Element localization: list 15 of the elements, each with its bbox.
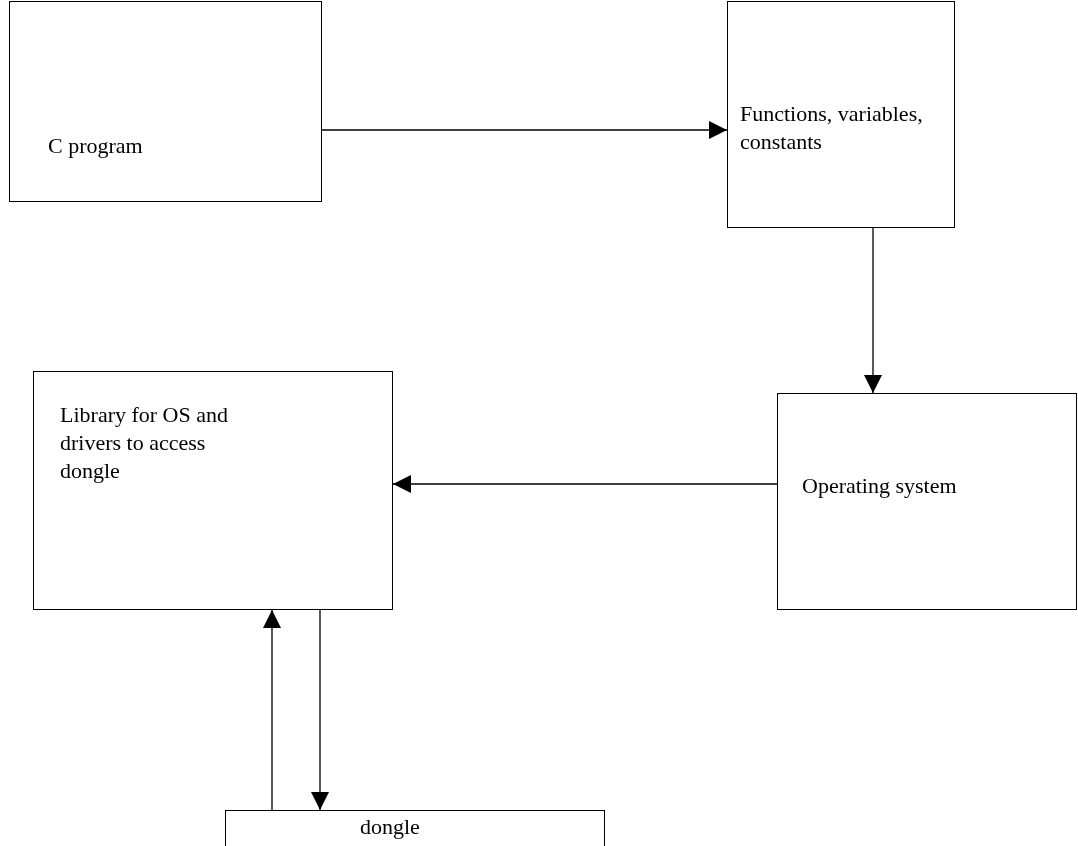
arrow [392,475,778,493]
process-box [225,810,605,846]
arrow [311,609,329,811]
box-label: Operating system [802,472,958,500]
process-box [33,371,393,610]
arrow [864,227,882,394]
arrow [321,121,728,139]
process-box [727,1,955,228]
box-label: C program [48,132,144,160]
box-label: Functions, variables, constants [740,100,924,156]
process-box [777,393,1077,610]
process-box [9,1,322,202]
arrow [263,609,281,811]
box-label: Library for OS and drivers to access dongle [60,401,229,485]
box-label: dongle [360,813,421,841]
